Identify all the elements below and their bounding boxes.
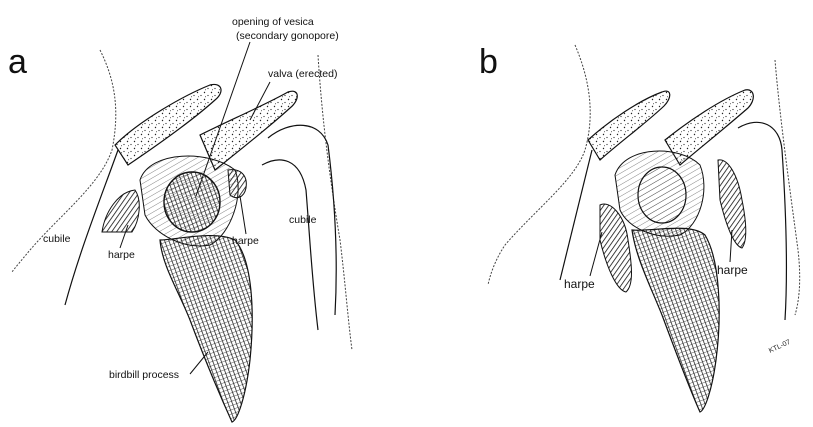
label-opening-line2: (secondary gonopore) [236, 30, 339, 42]
panel-b-letter: b [479, 43, 498, 81]
vesica-opening [164, 172, 220, 232]
label-cubile-right: cubile [289, 214, 317, 226]
left-cubile-outline-b [560, 150, 592, 280]
vesica-opening-b [638, 167, 686, 223]
birdbill-process-shape [160, 236, 252, 422]
leader-birdbill [190, 352, 208, 374]
left-fuzzy-border-b [488, 45, 590, 285]
panel-b: b harpe harpe KTL-07 [479, 43, 800, 412]
panel-a: a opening of vesica (secondary gonopore)… [8, 16, 352, 422]
right-fuzzy-border-b [775, 60, 800, 315]
label-harpe-right-b: harpe [717, 263, 748, 277]
label-harpe-left: harpe [108, 249, 135, 261]
label-harpe-right: harpe [232, 235, 259, 247]
label-cubile-left: cubile [43, 233, 71, 245]
left-valva [115, 84, 221, 165]
label-valva: valva (erected) [268, 68, 337, 80]
label-birdbill: birdbill process [109, 369, 179, 381]
artist-signature: KTL-07 [768, 339, 792, 355]
left-valva-b [588, 91, 670, 160]
panel-a-letter: a [8, 43, 27, 81]
right-valva [200, 91, 297, 170]
birdbill-process-shape-b [632, 228, 719, 412]
leader-harpe-right [240, 196, 246, 234]
left-harpe-shape [102, 190, 139, 232]
label-opening-line1: opening of vesica [232, 16, 314, 28]
label-harpe-left-b: harpe [564, 277, 595, 291]
leader-harpe-left-b [590, 232, 602, 276]
right-cubile-inner [262, 160, 318, 330]
